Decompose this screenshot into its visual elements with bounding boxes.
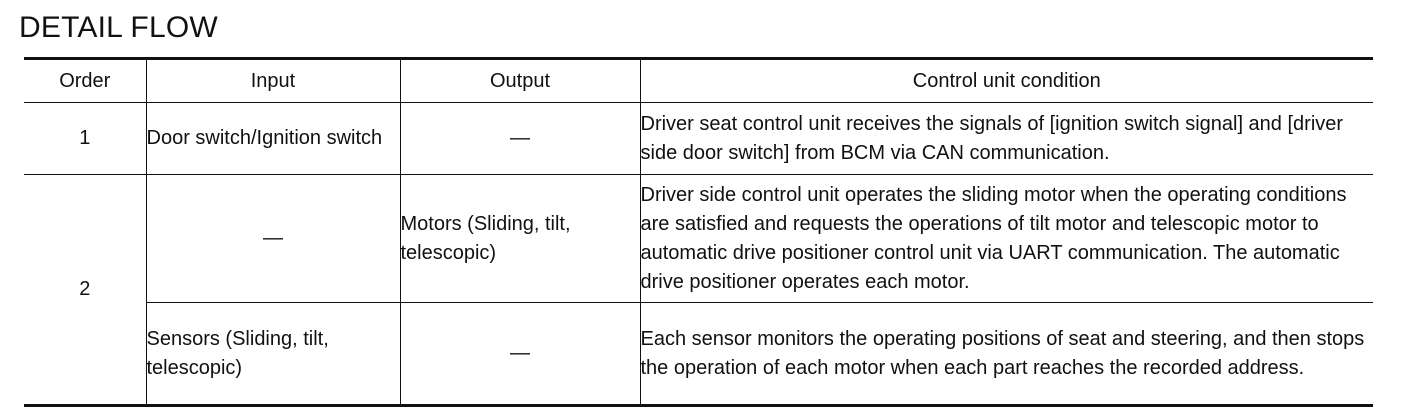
input-cell: — [145,174,401,303]
page-title: DETAIL FLOW [19,11,218,44]
input-cell: Door switch/Ignition switch [145,102,401,175]
output-cell: — [399,302,641,406]
input-cell: Sensors (Sliding, tilt, telescopic) [145,302,401,406]
header-order: Order [24,58,147,103]
output-cell: Motors (Sliding, tilt, telescopic) [399,174,641,303]
table-header-row: Order Input Output Control unit conditio… [24,58,1373,103]
condition-cell: Each sensor monitors the operating posit… [639,302,1373,406]
header-output: Output [399,58,641,103]
table-row: Sensors (Sliding, tilt, telescopic) — Ea… [24,302,1373,406]
condition-cell: Driver seat control unit receives the si… [639,102,1373,175]
header-condition: Control unit condition [639,58,1373,103]
table-row: 1 Door switch/Ignition switch — Driver s… [24,102,1373,175]
condition-cell: Driver side control unit operates the sl… [639,174,1373,303]
detail-flow-table: Order Input Output Control unit conditio… [24,57,1373,407]
header-input: Input [145,58,401,103]
output-cell: — [399,102,641,175]
order-cell: 1 [24,102,147,175]
table-row: 2 — Motors (Sliding, tilt, telescopic) D… [24,174,1373,406]
order-cell: 2 [24,174,147,406]
